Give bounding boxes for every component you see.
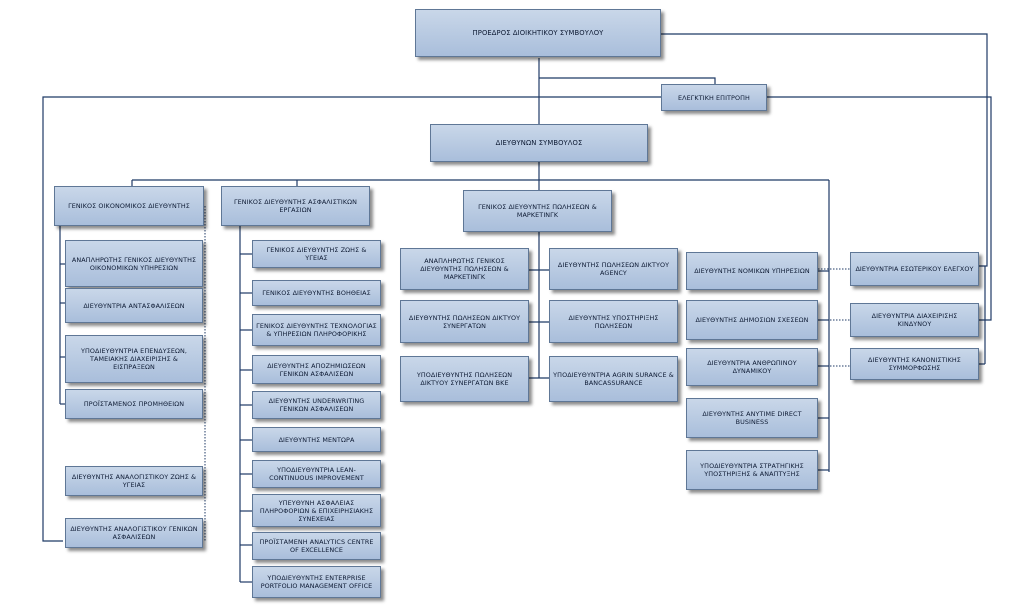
insurance-item-1: ΓΕΝΙΚΟΣ ΔΙΕΥΘΥΝΤΗΣ ΖΩΗΣ & ΥΓΕΙΑΣ xyxy=(252,240,381,268)
insurance-item-6: ΔΙΕΥΘΥΝΤΗΣ ΜΕΝΤΩΡΑ xyxy=(252,427,381,452)
ceo-direct-1: ΔΙΕΥΘΥΝΤΗΣ ΝΟΜΙΚΩΝ ΥΠΗΡΕΣΙΩΝ xyxy=(686,252,818,290)
insurance-item-4: ΔΙΕΥΘΥΝΤΗΣ ΑΠΟΖΗΜΙΩΣΕΩΝ ΓΕΝΙΚΩΝ ΑΣΦΑΛΙΣΕ… xyxy=(252,355,381,384)
ceo-box: ΔΙΕΥΘΥΝΩΝ ΣΥΜΒΟΥΛΟΣ xyxy=(430,124,648,162)
sales-left-1: ΑΝΑΠΛΗΡΩΤΗΣ ΓΕΝΙΚΟΣ ΔΙΕΥΘΥΝΤΗΣ ΠΩΛΗΣΕΩΝ … xyxy=(400,248,529,290)
audit-committee-box: ΕΛΕΓΚΤΙΚΗ ΕΠΙΤΡΟΠΗ xyxy=(661,84,767,111)
cfo-item-6: ΔΙΕΥΘΥΝΤΗΣ ΑΝΑΛΟΓΙΣΤΙΚΟΥ ΓΕΝΙΚΩΝ ΑΣΦΑΛΙΣ… xyxy=(65,518,203,548)
insurance-item-5: ΔΙΕΥΘΥΝΤΗΣ UNDERWRITING ΓΕΝΙΚΩΝ ΑΣΦΑΛΙΣΕ… xyxy=(252,391,381,419)
chairman-box: ΠΡΟΕΔΡΟΣ ΔΙΟΙΚΗΤΙΚΟΥ ΣΥΜΒΟΥΛΟΥ xyxy=(415,9,661,57)
cfo-item-5: ΔΙΕΥΘΥΝΤΗΣ ΑΝΑΛΟΓΙΣΤΙΚΟΥ ΖΩΗΣ & ΥΓΕΙΑΣ xyxy=(65,466,203,496)
ceo-direct-5: ΥΠΟΔΙΕΥΘΥΝΤΡΙΑ ΣΤΡΑΤΗΓΙΚΗΣ ΥΠΟΣΤΗΡΙΞΗΣ &… xyxy=(686,450,818,490)
insurance-item-3: ΓΕΝΙΚΟΣ ΔΙΕΥΘΥΝΤΗΣ ΤΕΧΝΟΛΟΓΙΑΣ & ΥΠΗΡΕΣΙ… xyxy=(252,314,381,346)
sales-left-3: ΥΠΟΔΙΕΥΘΥΝΤΗΣ ΠΩΛΗΣΕΩΝ ΔΙΚΤΥΟΥ ΣΥΝΕΡΓΑΤΩ… xyxy=(400,356,529,402)
ceo-direct-4: ΔΙΕΥΘΥΝΤΗΣ ANYTIME DIRECT BUSINESS xyxy=(686,398,818,438)
insurance-box: ΓΕΝΙΚΟΣ ΔΙΕΥΘΥΝΤΗΣ ΑΣΦΑΛΙΣΤΙΚΩΝ ΕΡΓΑΣΙΩΝ xyxy=(221,186,370,226)
sales-right-3: ΥΠΟΔΙΕΥΘΥΝΤΡΙΑ AGRIN SURANCE & BANCASSUR… xyxy=(549,356,678,402)
board-direct-2: ΔΙΕΥΘΥΝΤΡΙΑ ΔΙΑΧΕΙΡΙΣΗΣ ΚΙΝΔΥΝΟΥ xyxy=(850,303,979,337)
cfo-item-3: ΥΠΟΔΙΕΥΘΥΝΤΡΙΑ ΕΠΕΝΔΥΣΕΩΝ, ΤΑΜΕΙΑΚΗΣ ΔΙΑ… xyxy=(65,335,203,383)
sales-right-2: ΔΙΕΥΘΥΝΤΗΣ ΥΠΟΣΤΗΡΙΞΗΣ ΠΩΛΗΣΕΩΝ xyxy=(549,300,678,343)
board-direct-1: ΔΙΕΥΘΥΝΤΡΙΑ ΕΣΩΤΕΡΙΚΟΥ ΕΛΕΓΧΟΥ xyxy=(850,252,979,286)
board-direct-3: ΔΙΕΥΘΥΝΤΗΣ ΚΑΝΟΝΙΣΤΙΚΗΣ ΣΥΜΜΟΡΦΩΣΗΣ xyxy=(850,348,979,380)
ceo-direct-3: ΔΙΕΥΘΥΝΤΡΙΑ ΑΝΘΡΩΠΙΝΟΥ ΔΥΝΑΜΙΚΟΥ xyxy=(686,348,818,386)
insurance-item-8: ΥΠΕΥΘΥΝΗ ΑΣΦΑΛΕΙΑΣ ΠΛΗΡΟΦΟΡΙΩΝ & ΕΠΙΧΕΙΡ… xyxy=(252,494,381,527)
cfo-item-1: ΑΝΑΠΛΗΡΩΤΗΣ ΓΕΝΙΚΟΣ ΔΙΕΥΘΥΝΤΗΣ ΟΙΚΟΝΟΜΙΚ… xyxy=(65,240,203,287)
cfo-item-4: ΠΡΟΪΣΤΑΜΕΝΟΣ ΠΡΟΜΗΘΕΙΩΝ xyxy=(65,389,203,419)
ceo-direct-2: ΔΙΕΥΘΥΝΤΗΣ ΔΗΜΟΣΙΩΝ ΣΧΕΣΕΩΝ xyxy=(686,300,818,340)
sales-right-1: ΔΙΕΥΘΥΝΤΗΣ ΠΩΛΗΣΕΩΝ ΔΙΚΤΥΟΥ AGENCY xyxy=(549,248,678,290)
insurance-item-10: ΥΠΟΔΙΕΥΘΥΝΤΗΣ ENTERPRISE PORTFOLIO MANAG… xyxy=(252,566,381,598)
sales-left-2: ΔΙΕΥΘΥΝΤΗΣ ΠΩΛΗΣΕΩΝ ΔΙΚΤΥΟΥ ΣΥΝΕΡΓΑΤΩΝ xyxy=(400,300,529,343)
cfo-box: ΓΕΝΙΚΟΣ ΟΙΚΟΝΟΜΙΚΟΣ ΔΙΕΥΘΥΝΤΗΣ xyxy=(54,186,204,226)
sales-box: ΓΕΝΙΚΟΣ ΔΙΕΥΘΥΝΤΗΣ ΠΩΛΗΣΕΩΝ & ΜΑΡΚΕΤΙΝΓΚ xyxy=(463,190,612,232)
insurance-item-2: ΓΕΝΙΚΟΣ ΔΙΕΥΘΥΝΤΗΣ ΒΟΗΘΕΙΑΣ xyxy=(252,280,381,306)
insurance-item-9: ΠΡΟΪΣΤΑΜΕΝΗ ANALYTICS CENTRE OF EXCELLEN… xyxy=(252,532,381,560)
cfo-item-2: ΔΙΕΥΘΥΝΤΡΙΑ ΑΝΤΑΣΦΑΛΙΣΕΩΝ xyxy=(65,288,203,323)
insurance-item-7: ΥΠΟΔΙΕΥΘΥΝΤΡΙΑ LEAN-CONTINUOUS IMPROVEME… xyxy=(252,460,381,488)
